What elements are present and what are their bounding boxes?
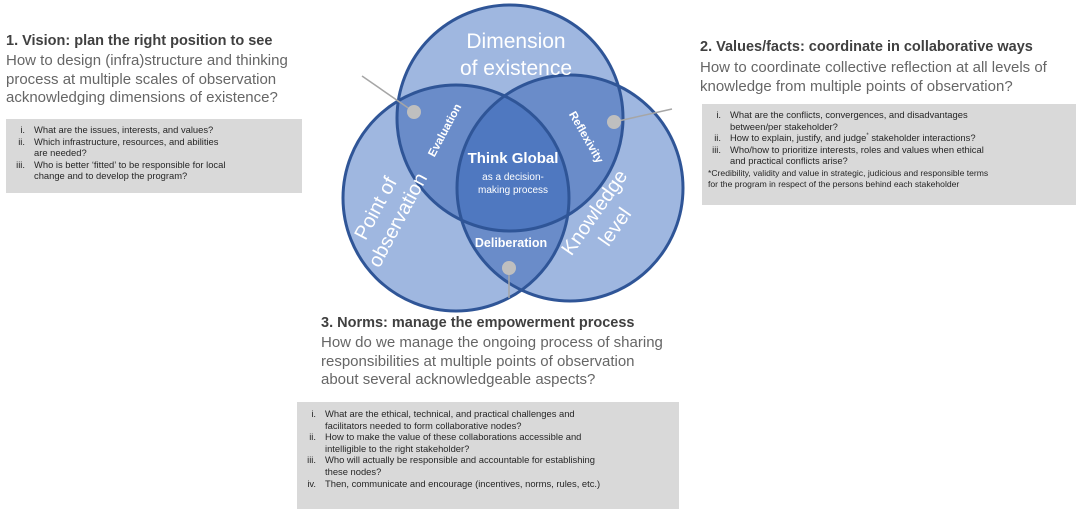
item-text: How to make the value of these collabora… — [325, 431, 582, 454]
pointer-dot-deliberation — [502, 261, 516, 275]
pointer-line-vision — [361, 75, 415, 113]
values-footnote: *Credibility, validity and value in stra… — [708, 167, 989, 189]
vision-question-line1: How to design (infra)structure and think… — [6, 52, 288, 69]
item-number: i. — [311, 408, 316, 419]
values-question-line2: knowledge from multiple points of observ… — [700, 77, 1013, 95]
item-text: Then, communicate and encourage (incenti… — [325, 477, 601, 489]
values-section: 2. Values/facts: coordinate in collabora… — [700, 38, 1047, 96]
item-number: iv. — [307, 477, 316, 489]
label-dimension-line2: of existence — [460, 57, 572, 80]
vision-question-line2: process at multiple scales of observatio… — [6, 70, 277, 88]
list-item: ii. How to make the value of these collab… — [303, 431, 673, 454]
vision-questions-list: i. What are the issues, interests, and va… — [12, 124, 296, 182]
norms-question-line2: responsibilities at multiple points of o… — [321, 352, 635, 370]
values-questions-box: i. What are the conflicts, convergences, … — [702, 104, 1076, 205]
list-item: iii. Who will actually be responsible and… — [303, 454, 673, 477]
pointer-line-values — [613, 108, 673, 123]
vision-questions-box: i. What are the issues, interests, and va… — [6, 119, 302, 193]
vision-heading: 1. Vision: plan the right position to se… — [6, 33, 273, 49]
item-number: i. — [716, 109, 721, 120]
pointer-dot-evaluation — [407, 105, 421, 119]
pointer-dot-reflexivity — [607, 115, 621, 129]
list-item: i. What are the conflicts, convergences, … — [708, 109, 1070, 132]
label-center-sub-line1: as a decision- — [482, 172, 544, 183]
item-text: What are the ethical, technical, and pra… — [325, 408, 575, 431]
values-question-line1: How to coordinate collective reflection … — [700, 59, 1047, 76]
item-text: Who/how to prioritize interests, roles a… — [730, 143, 984, 167]
norms-question-line3: about several acknowledgeable aspects? — [321, 371, 596, 388]
vision-section: 1. Vision: plan the right position to se… — [6, 32, 288, 108]
norms-questions-box: i. What are the ethical, technical, and p… — [297, 402, 679, 509]
overlap-center — [457, 85, 569, 231]
item-text: Who is better ‘fitted’ to be responsible… — [34, 158, 226, 182]
list-item: iv. Then, communicate and encourage (ince… — [303, 478, 673, 490]
item-number: ii. — [714, 132, 721, 144]
label-deliberation: Deliberation — [475, 236, 547, 250]
item-text: Which infrastructure, resources, and abi… — [34, 135, 219, 159]
norms-questions-list: i. What are the ethical, technical, and p… — [303, 408, 673, 489]
item-number: iii. — [307, 454, 316, 466]
label-center-sub-line2: making process — [478, 185, 548, 196]
item-number: ii. — [18, 135, 25, 147]
item-text: What are the conflicts, convergences, an… — [730, 109, 968, 132]
list-item: ii. Which infrastructure, resources, and … — [12, 136, 296, 159]
label-dimension-line1: Dimension — [466, 30, 565, 53]
item-text: What are the issues, interests, and valu… — [34, 124, 214, 135]
list-item: iii. Who is better ‘fitted’ to be respons… — [12, 159, 296, 182]
item-number: ii. — [309, 431, 316, 443]
norms-section: 3. Norms: manage the empowerment process… — [321, 314, 663, 390]
list-item: ii. How to explain, justify, and judge* s… — [708, 132, 1070, 144]
values-heading: 2. Values/facts: coordinate in collabora… — [700, 39, 1033, 55]
norms-heading: 3. Norms: manage the empowerment process — [321, 315, 635, 331]
norms-question-line1: How do we manage the ongoing process of … — [321, 334, 663, 351]
list-item: i. What are the issues, interests, and va… — [12, 124, 296, 136]
item-number: iii. — [712, 143, 721, 155]
label-think-global: Think Global — [468, 150, 559, 167]
item-number: i. — [20, 124, 25, 135]
list-item: iii. Who/how to prioritize interests, rol… — [708, 144, 1070, 167]
list-item: i. What are the ethical, technical, and p… — [303, 408, 673, 431]
item-number: iii. — [16, 158, 25, 170]
item-text: How to explain, justify, and judge* stak… — [730, 132, 976, 144]
item-text: Who will actually be responsible and acc… — [325, 454, 595, 477]
values-questions-list: i. What are the conflicts, convergences, … — [708, 109, 1070, 167]
vision-question-line3: acknowledging dimensions of existence? — [6, 89, 278, 106]
